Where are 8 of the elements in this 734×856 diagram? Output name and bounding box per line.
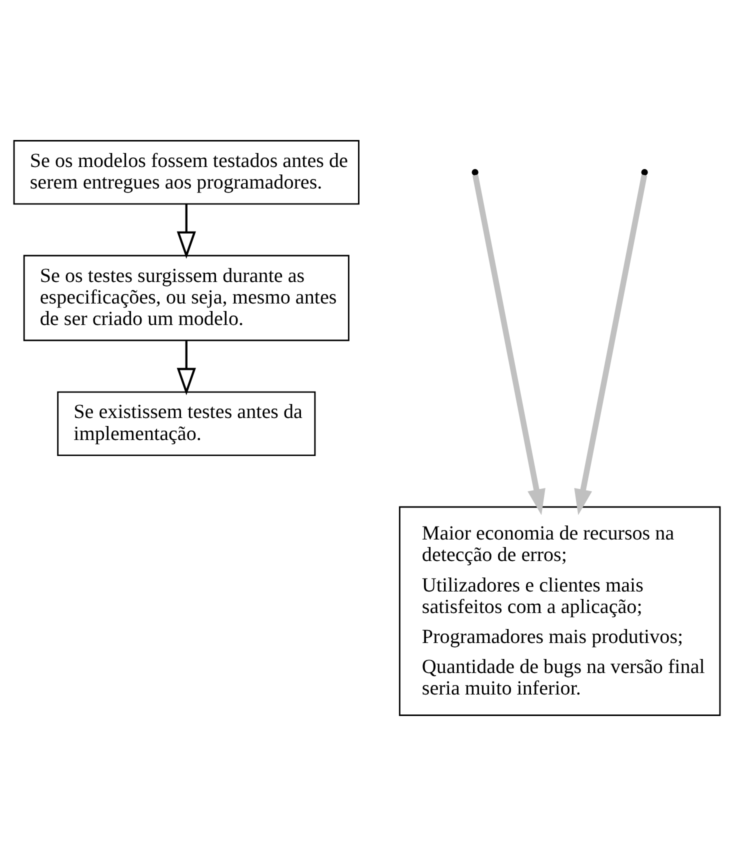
arrow <box>176 341 196 396</box>
arrow <box>574 174 648 516</box>
arrow <box>176 204 196 259</box>
node-box: Maior economia de recursos na detecção de erros; Utilizadores e clientes mais satisfeitos com a aplicação; Programadores mais produtivos; Quantidade de bugs na versão final seria muito inferior. <box>398 506 721 716</box>
arrow <box>472 174 546 516</box>
node-box: Se existissem testes antes da implementação. <box>57 391 316 456</box>
node-box: Se os modelos fossem testados antes de serem entregues aos programadores. <box>13 140 360 205</box>
node-box: Se os testes surgissem durante as especificações, ou seja, mesmo antes de ser criado um modelo. <box>23 254 350 342</box>
